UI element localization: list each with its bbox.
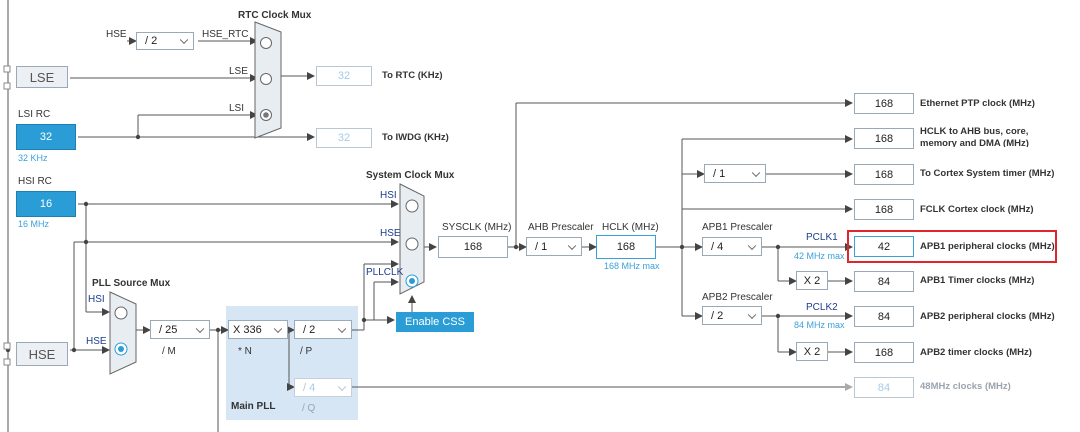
enable-css-button[interactable]: Enable CSS [396,312,474,332]
pll-n-label: * N [238,346,252,357]
pclk2-label: PCLK2 [806,302,838,313]
rtc-output-label: To RTC (KHz) [382,70,443,81]
pll-m-label: / M [162,346,176,357]
chevron-down-icon [195,324,205,333]
hse-source[interactable]: HSE [16,342,68,366]
cortex-timer-divider-select[interactable]: / 1 [704,164,766,183]
apb1-timer-multiplier: X 2 [796,271,828,290]
sysclk-value-box[interactable]: 168 [438,236,508,258]
rtc-hse-divider-value: / 2 [145,35,158,47]
pll-p-label: / P [300,346,313,357]
pclk1-label: PCLK1 [806,232,838,243]
rtc-hse-label: HSE [106,29,127,40]
lse-source[interactable]: LSE [16,66,68,88]
sysclk-label: SYSCLK (MHz) [442,222,512,233]
ethernet-ptp-output-label: Ethernet PTP clock (MHz) [920,98,1035,109]
chevron-down-icon [751,168,761,177]
apb2-prescaler-label: APB2 Prescaler [702,292,773,303]
apb1-timer-output-label: APB1 Timer clocks (MHz) [920,275,1035,286]
system-clock-mux-title: System Clock Mux [366,170,455,181]
system-mux-shape [399,183,425,295]
apb2-timer-output-label: APB2 timer clocks (MHz) [920,347,1032,358]
hsi-rc-title: HSI RC [18,176,52,187]
ahb-prescaler-value: / 1 [535,240,548,253]
lsi-rc-frequency: 32 KHz [18,153,48,163]
apb2-timer-multiplier: X 2 [796,342,828,361]
pll-q-divider-select[interactable]: / 4 [294,378,352,397]
apb2-prescaler-select[interactable]: / 2 [702,306,762,325]
cortex-timer-output-box[interactable]: 168 [854,164,914,185]
cortex-timer-output-label: To Cortex System timer (MHz) [920,168,1055,179]
chevron-down-icon [337,382,347,391]
hclk-ahb-output-label-clip: memory and DMA (MHz) [920,138,1029,147]
apb2-peripheral-output-label: APB2 peripheral clocks (MHz) [920,311,1055,322]
rtc-lse-label: LSE [229,66,248,77]
pll-m-value: / 25 [159,323,178,336]
hsi-rc-source[interactable]: 16 [16,191,76,217]
pclk2-max-label: 84 MHz max [794,320,845,330]
apb2-prescaler-value: / 2 [711,309,724,322]
sys-mux-pllclk-label: PLLCLK [366,267,404,278]
chevron-down-icon [747,310,757,319]
chevron-down-icon [337,324,347,333]
ahb-prescaler-label: AHB Prescaler [528,222,594,233]
usb-48mhz-output-box[interactable]: 84 [854,377,914,398]
apb1-prescaler-value: / 4 [711,240,724,253]
rtc-lsi-label: LSI [229,103,245,114]
apb1-prescaler-label: APB1 Prescaler [702,222,773,233]
pll-p-value: / 2 [303,323,316,336]
usb-48mhz-output-label: 48MHz clocks (MHz) [920,381,1011,392]
hclk-ahb-output-label: HCLK to AHB bus, core, [920,126,1029,137]
chevron-down-icon [179,35,189,45]
apb2-timer-output-box[interactable]: 168 [854,342,914,363]
hsi-rc-frequency: 16 MHz [18,219,50,229]
lsi-rc-title: LSI RC [18,109,51,120]
rtc-hse-rtc-label: HSE_RTC [202,29,249,40]
pll-p-divider-select[interactable]: / 2 [294,320,352,339]
ethernet-ptp-output-box[interactable]: 168 [854,93,914,114]
apb1-timer-output-box[interactable]: 84 [854,271,914,292]
pll-m-divider-select[interactable]: / 25 [150,320,210,339]
chevron-down-icon [747,241,757,250]
rtc-hse-divider-select[interactable]: / 2 [136,32,194,50]
chevron-down-icon [567,241,577,250]
main-pll-title: Main PLL [231,401,276,412]
hclk-ahb-output-box[interactable]: 168 [854,128,914,149]
ahb-prescaler-select[interactable]: / 1 [526,237,582,256]
pclk1-max-label: 42 MHz max [794,251,845,261]
apb1-peripheral-output-box[interactable]: 42 [854,236,914,257]
rtc-mux-shape [254,21,282,139]
pll-q-label: / Q [302,403,316,414]
pll-mux-hsi-label: HSI [88,294,105,305]
pll-n-multiplier-select[interactable]: X 336 [228,320,288,339]
rtc-output-box[interactable]: 32 [316,66,372,86]
cortex-divider-value: / 1 [713,167,726,180]
apb1-peripheral-output-label: APB1 peripheral clocks (MHz) [920,241,1055,252]
fclk-output-box[interactable]: 168 [854,199,914,220]
lsi-rc-source[interactable]: 32 [16,124,76,150]
pll-n-value: X 336 [233,323,262,336]
apb1-prescaler-select[interactable]: / 4 [702,237,762,256]
hclk-max-label: 168 MHz max [604,261,660,271]
hclk-ahb-output-label-2: memory and DMA (MHz) [920,138,1029,147]
sys-mux-hsi-label: HSI [380,190,397,201]
iwdg-output-label: To IWDG (KHz) [382,132,449,143]
chevron-down-icon [273,324,283,333]
pll-source-mux-title: PLL Source Mux [92,278,171,289]
apb2-peripheral-output-box[interactable]: 84 [854,306,914,327]
rtc-mux-title: RTC Clock Mux [238,10,312,21]
hclk-value-box[interactable]: 168 [596,235,656,259]
pll-q-value: / 4 [303,381,316,394]
hclk-label: HCLK (MHz) [602,222,659,233]
pll-source-mux-shape [109,291,137,375]
iwdg-output-box[interactable]: 32 [316,128,372,148]
fclk-output-label: FCLK Cortex clock (MHz) [920,204,1034,215]
pll-mux-hse-label: HSE [86,336,107,347]
sys-mux-hse-label: HSE [380,228,401,239]
